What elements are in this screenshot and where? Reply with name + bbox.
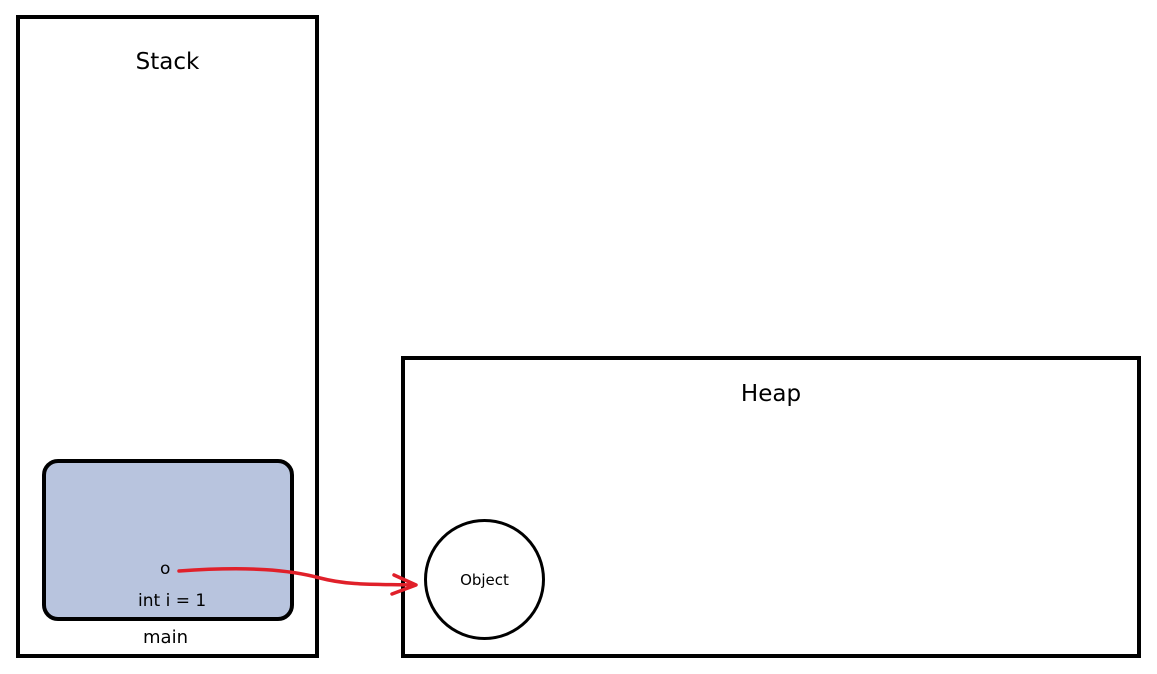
stack-title: Stack — [135, 49, 200, 75]
int-variable-i: int i = 1 — [138, 591, 207, 611]
reference-variable-o: o — [160, 559, 171, 579]
frame-label-main: main — [143, 627, 188, 648]
main-stack-frame — [42, 459, 294, 621]
heap-object: Object — [424, 519, 545, 640]
object-label: Object — [460, 570, 509, 589]
heap-region: Heap — [401, 356, 1141, 658]
heap-title: Heap — [740, 381, 802, 407]
